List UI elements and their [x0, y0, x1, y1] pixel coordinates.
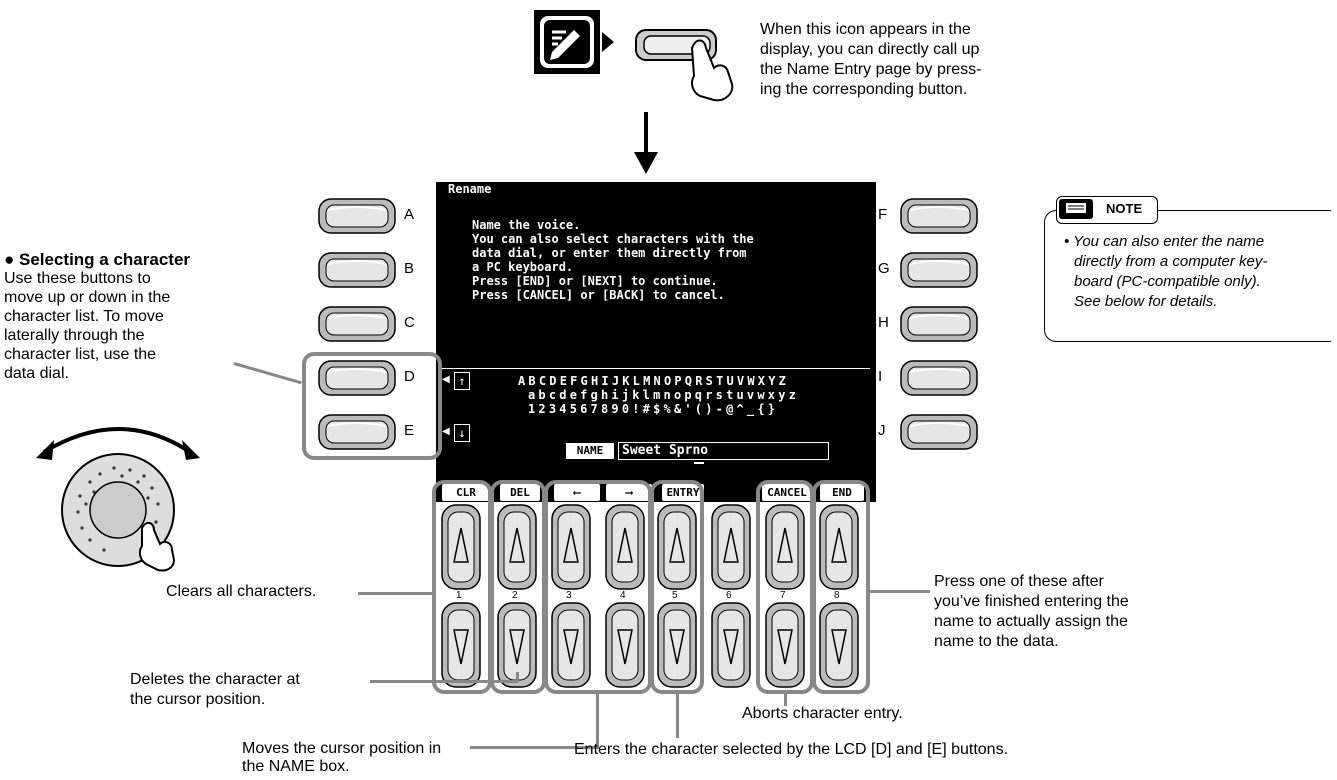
name-field-label: NAME	[566, 443, 614, 459]
callout-enters: Enters the character selected by the LCD…	[574, 741, 1009, 758]
button-g-label: G	[878, 260, 890, 277]
button-2-up[interactable]	[497, 504, 537, 595]
lcd-instructions: Name the voice. You can also select char…	[472, 218, 754, 302]
top-caption: When this icon appears in the display, y…	[760, 21, 982, 98]
callout-deletes: Deletes the character at the cursor posi…	[130, 671, 300, 708]
button-c-label: C	[404, 314, 415, 331]
selecting-character-text: ● Selecting a character Use these button…	[4, 250, 191, 382]
button-a-label: A	[404, 206, 415, 223]
note-icon	[1058, 198, 1096, 220]
note-body: • You can also enter the name directly f…	[1064, 233, 1268, 310]
hand-press-icon	[634, 24, 744, 104]
button-i-label: I	[878, 368, 883, 385]
callout-press: Press one of these after you’ve finished…	[934, 573, 1129, 650]
button-2-down[interactable]	[497, 602, 537, 693]
name-entry-icon	[534, 10, 614, 74]
button-8-number: 8	[834, 590, 840, 601]
button-8-up[interactable]	[819, 504, 859, 595]
button-5-up[interactable]	[657, 504, 697, 595]
name-field[interactable]: Sweet Sprno	[618, 442, 829, 460]
button-4-up[interactable]	[605, 504, 645, 595]
button-b[interactable]	[318, 252, 396, 288]
button-1-down[interactable]	[441, 602, 481, 693]
button-3-down[interactable]	[551, 602, 591, 693]
callout-clears: Clears all characters.	[166, 583, 317, 600]
button-c[interactable]	[318, 306, 396, 342]
button-j[interactable]	[900, 414, 978, 450]
arrow-down-icon	[634, 112, 658, 176]
cursor-button-group	[544, 480, 652, 694]
button-2-number: 2	[512, 590, 518, 601]
button-1-number: 1	[456, 590, 462, 601]
button-6-number: 6	[726, 590, 732, 601]
button-5-number: 5	[672, 590, 678, 601]
button-4-down[interactable]	[605, 602, 645, 693]
d-e-button-group	[302, 352, 442, 460]
button-e[interactable]	[318, 414, 396, 450]
entry-button-group	[650, 480, 704, 694]
button-4-number: 4	[620, 590, 626, 601]
button-f-label: F	[878, 206, 888, 223]
lcd-up-arrow-icon[interactable]: ◀ ↑	[442, 372, 470, 390]
button-h[interactable]	[900, 306, 978, 342]
button-g[interactable]	[900, 252, 978, 288]
callout-moves: Moves the cursor position in the NAME bo…	[242, 740, 442, 775]
button-d-label: D	[404, 368, 415, 385]
button-a[interactable]	[318, 198, 396, 234]
callout-aborts: Aborts character entry.	[742, 705, 903, 722]
button-b-label: B	[404, 260, 415, 277]
button-1-up[interactable]	[441, 504, 481, 595]
soft-label-end: END	[820, 484, 864, 501]
button-d[interactable]	[318, 360, 396, 396]
note-title: NOTE	[1106, 201, 1143, 216]
button-j-label: J	[878, 422, 886, 439]
cursor-left-icon: ⟵	[554, 484, 600, 501]
end-button-group	[812, 480, 870, 694]
note-box: NOTE • You can also enter the name direc…	[1044, 192, 1337, 342]
button-3-number: 3	[566, 590, 572, 601]
button-i[interactable]	[900, 360, 978, 396]
button-7-up[interactable]	[765, 504, 805, 595]
data-dial-icon[interactable]	[30, 412, 210, 572]
button-6-up[interactable]	[711, 504, 751, 595]
button-f[interactable]	[900, 198, 978, 234]
button-e-label: E	[404, 422, 415, 439]
clr-button-group	[432, 480, 492, 694]
button-7-number: 7	[780, 590, 786, 601]
button-8-down[interactable]	[819, 602, 859, 693]
del-button-group	[490, 480, 546, 694]
lcd-screen: Rename Name the voice. You can also sele…	[436, 182, 876, 502]
lcd-title: Rename	[448, 182, 492, 196]
button-7-down[interactable]	[765, 602, 805, 693]
button-3-up[interactable]	[551, 504, 591, 595]
lcd-down-arrow-icon[interactable]: ◀ ↓	[442, 424, 470, 442]
soft-label-del: DEL	[500, 484, 540, 501]
button-6-down[interactable]	[711, 602, 751, 693]
button-5-down[interactable]	[657, 602, 697, 693]
character-list[interactable]: ABCDEFGHIJKLMNOPQRSTUVWXYZ abcdefghijklm…	[518, 374, 800, 416]
button-h-label: H	[878, 314, 889, 331]
cancel-button-group	[756, 480, 814, 694]
soft-label-clr: CLR	[442, 484, 490, 501]
soft-label-cancel: CANCEL	[762, 484, 812, 501]
